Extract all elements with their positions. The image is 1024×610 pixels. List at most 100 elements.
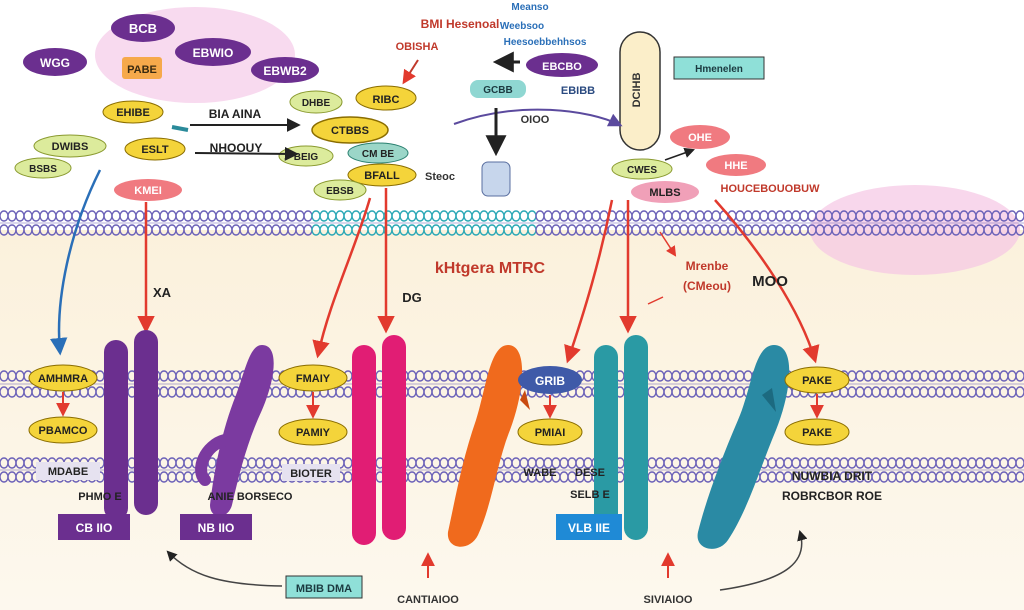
arrow-nhoouy: [194, 146, 299, 161]
node-pamiy: PAMIY: [278, 418, 348, 446]
node-cwes: CWES: [611, 158, 673, 180]
box-mbibm: MBIB DMA: [285, 575, 363, 599]
label-rcebrob: ROBRCBOR ROE: [782, 489, 882, 503]
svg-text:CM BE: CM BE: [362, 149, 395, 160]
node-pake-1: PAKE: [784, 366, 850, 394]
right-glow: [810, 185, 1020, 275]
svg-text:DCIHB: DCIHB: [631, 73, 643, 108]
node-wgg: WGG: [23, 48, 87, 76]
svg-text:KMEI: KMEI: [134, 185, 162, 197]
svg-text:Hmenelen: Hmenelen: [695, 64, 743, 75]
svg-text:OHE: OHE: [688, 132, 712, 144]
node-ehibe: EHIBE: [102, 100, 164, 124]
arrow-small-red: [659, 231, 677, 257]
arrow-mbibm-to-nbio: [166, 550, 283, 587]
node-pake-2: PAKE: [784, 418, 850, 446]
svg-text:BSBS: BSBS: [29, 164, 57, 175]
node-bsbs: BSBS: [14, 157, 72, 179]
node-tall-capsule: DCIHB: [619, 31, 661, 151]
svg-text:ESLT: ESLT: [141, 144, 169, 156]
svg-text:EBWIO: EBWIO: [193, 46, 234, 60]
label-steoc: Steoc: [425, 171, 455, 183]
label-xa: XA: [153, 285, 172, 300]
node-rib-center: RIBC: [355, 85, 417, 111]
box-vlbie: VLB IIE: [556, 514, 622, 540]
label-oioo: OIOO: [521, 114, 550, 126]
label-blue-callout-1: Meanso: [511, 2, 548, 13]
svg-text:BCB: BCB: [129, 21, 157, 36]
node-ebwio: EBWIO: [175, 38, 251, 66]
label-moo: MOO: [752, 273, 788, 290]
node-fmaiy: FMAIY: [278, 364, 348, 392]
node-bfall: BFALL: [347, 163, 417, 187]
svg-text:EBWB2: EBWB2: [263, 64, 307, 78]
svg-text:VLB IIE: VLB IIE: [568, 521, 610, 535]
label-sitiaoo: SIVIAIOO: [644, 594, 693, 606]
svg-text:EBSB: EBSB: [326, 186, 354, 197]
label-wabe: WABE: [524, 467, 557, 479]
label-dg: DG: [402, 290, 422, 305]
label-bg-abib: [282, 464, 340, 481]
label-bese: DESE: [575, 467, 605, 479]
node-bcb: BCB: [111, 14, 175, 42]
label-red-callout-2: OBISHA: [396, 41, 439, 53]
arrow-to-pake: [714, 199, 820, 364]
svg-text:EBCBO: EBCBO: [542, 61, 582, 73]
label-blue-callout-2: Weebsoo: [500, 21, 544, 32]
node-eslt: ESLT: [124, 137, 186, 161]
label-houesebou: HOUCEBOUOBUW: [721, 183, 821, 195]
svg-text:GRIB: GRIB: [535, 374, 565, 388]
node-bebg: BEIG: [278, 145, 334, 167]
label-bia-alna: BIA AINA: [209, 107, 262, 121]
teal-connector: [171, 125, 189, 132]
svg-text:MBIB DMA: MBIB DMA: [296, 583, 352, 595]
node-ebwb2: EBWB2: [251, 57, 319, 83]
receptor-magenta: [352, 335, 406, 545]
node-dwibs: DWIBS: [33, 134, 107, 158]
node-dhbe: DHBE: [289, 90, 343, 114]
node-mlbs: MLBS: [631, 181, 699, 203]
svg-text:MLBS: MLBS: [649, 187, 680, 199]
label-eslbe: SELB E: [570, 489, 610, 501]
svg-text:AMHMRA: AMHMRA: [38, 373, 88, 385]
svg-text:WGG: WGG: [40, 56, 70, 70]
node-pabe: PABE: [122, 57, 162, 79]
receptor-teal-curved: [697, 345, 790, 549]
arrow-to-fmaiy: [312, 197, 372, 359]
node-ebibb: EBIBB: [561, 85, 595, 97]
node-hhe: HHE: [706, 154, 766, 176]
label-cantiaoo: CANTIAIOO: [397, 594, 459, 606]
node-kmei: KMEI: [114, 179, 182, 201]
arrow-to-grib: [564, 199, 614, 364]
box-cbio: CB IIO: [58, 514, 130, 540]
label-nuwbia: NUWBIA DRIT: [792, 469, 873, 483]
receptor-teal-straight: [594, 335, 648, 540]
svg-text:DHBE: DHBE: [302, 98, 331, 109]
receptor-purple-straight: [104, 330, 158, 520]
small-vesicle: [481, 161, 511, 197]
label-nhoouy: NHOOUY: [210, 141, 263, 155]
svg-text:PAKE: PAKE: [802, 427, 832, 439]
tick-red: [647, 296, 664, 305]
label-mbabe: MDABE: [48, 466, 88, 478]
svg-text:CB IIO: CB IIO: [76, 521, 113, 535]
arrow-curve-right: [719, 529, 808, 591]
label-krega-mtrc: kHtgera MTRC: [435, 260, 546, 277]
node-hmebm: Hmenelen: [673, 56, 765, 80]
plasma-membrane-top: [0, 210, 1024, 236]
node-ebcbo: EBCBO: [526, 53, 598, 77]
svg-text:EHIBE: EHIBE: [116, 107, 150, 119]
node-gcbb: GCBB: [470, 80, 526, 98]
svg-text:CWES: CWES: [627, 165, 657, 176]
label-abie: ANIE BORSECO: [208, 491, 293, 503]
svg-text:GCBB: GCBB: [483, 85, 512, 96]
label-cmeouii: (CMeou): [683, 279, 731, 293]
arrow-to-ohe: [664, 147, 695, 161]
svg-text:PMIAI: PMIAI: [535, 427, 566, 439]
node-ebsb: EBSB: [313, 179, 367, 201]
svg-text:RIBC: RIBC: [373, 94, 400, 106]
svg-text:PAKE: PAKE: [802, 375, 832, 387]
receptor-orange: [447, 345, 530, 547]
